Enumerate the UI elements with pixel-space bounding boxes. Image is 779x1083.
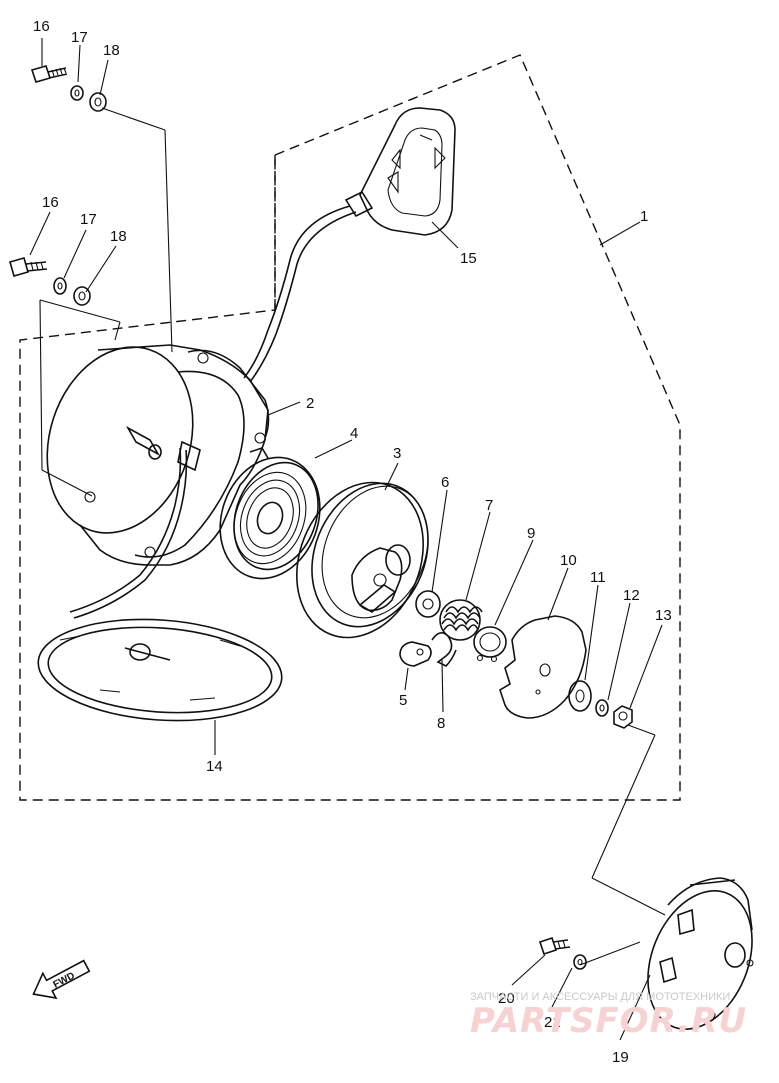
assembly-boundary: [19, 54, 681, 801]
nut-13-icon: [613, 705, 633, 729]
lock-washer-17-top-icon: [70, 85, 84, 101]
callout-18-top: 18: [103, 42, 120, 59]
forward-arrow-icon: FWD: [32, 959, 91, 1000]
callout-8: 8: [437, 715, 445, 732]
pawl-5-icon: [399, 641, 432, 667]
callout-17-middle: 17: [80, 211, 97, 228]
callout-4: 4: [350, 425, 358, 442]
starter-housing-2-icon: [46, 344, 270, 566]
forward-label: FWD: [52, 970, 77, 990]
callout-13: 13: [655, 607, 672, 624]
bolt-16-middle-icon: [9, 257, 48, 277]
starter-rope-icon: [243, 205, 357, 383]
callout-1: 1: [640, 208, 648, 225]
watermark-brand: PARTSFOR.RU: [470, 1001, 747, 1041]
washer-11-icon: [568, 680, 592, 712]
return-spring-8-icon: [431, 632, 457, 667]
callout-16-middle: 16: [42, 194, 59, 211]
circlip-9-icon: [473, 626, 507, 663]
friction-plate-10-icon: [499, 615, 587, 719]
callout-labels: 1 2 3 4 5 6 7 8 9 10 11 12 13 14 15 16 1…: [33, 18, 672, 1066]
callout-19: 19: [612, 1049, 629, 1066]
housing-rope-icon: [69, 447, 188, 619]
callout-5: 5: [399, 692, 407, 709]
leader-lines: [29, 38, 666, 1041]
washer-18-middle-icon: [73, 286, 91, 306]
callout-3: 3: [393, 445, 401, 462]
watermark: ЗАПЧАСТИ И АКСЕССУАРЫ ДЛЯ МОТОТЕХНИКИ PA…: [470, 991, 747, 1041]
callout-20: 20: [498, 990, 515, 1007]
callout-11: 11: [590, 569, 606, 586]
washer-21-icon: [573, 954, 587, 970]
rope-loop-14-icon: [37, 618, 283, 722]
starter-handle-15-icon: [344, 107, 456, 236]
callout-10: 10: [560, 552, 577, 569]
callout-6: 6: [441, 474, 449, 491]
callout-17-top: 17: [71, 29, 88, 46]
bolt-20-icon: [538, 936, 571, 956]
bolt-16-top-icon: [30, 65, 68, 83]
callout-7: 7: [485, 497, 493, 514]
washer-6-icon: [415, 590, 441, 618]
spiral-spring-4-icon: [219, 447, 321, 580]
washer-18-top-icon: [89, 92, 107, 112]
callout-2: 2: [306, 395, 314, 412]
callout-21: 21: [544, 1014, 561, 1031]
callout-9: 9: [527, 525, 535, 542]
drive-cup-19-icon: [647, 877, 754, 1030]
callout-12: 12: [623, 587, 640, 604]
pulley-3-icon: [296, 481, 429, 639]
lock-washer-17-middle-icon: [53, 277, 67, 295]
callout-14: 14: [206, 758, 223, 775]
coil-spring-7-icon: [439, 599, 483, 641]
watermark-tagline: ЗАПЧАСТИ И АКСЕССУАРЫ ДЛЯ МОТОТЕХНИКИ: [470, 991, 730, 1003]
callout-16-top: 16: [33, 18, 50, 35]
spring-washer-12-icon: [595, 699, 609, 717]
callout-15: 15: [460, 250, 477, 267]
callout-18-middle: 18: [110, 228, 127, 245]
